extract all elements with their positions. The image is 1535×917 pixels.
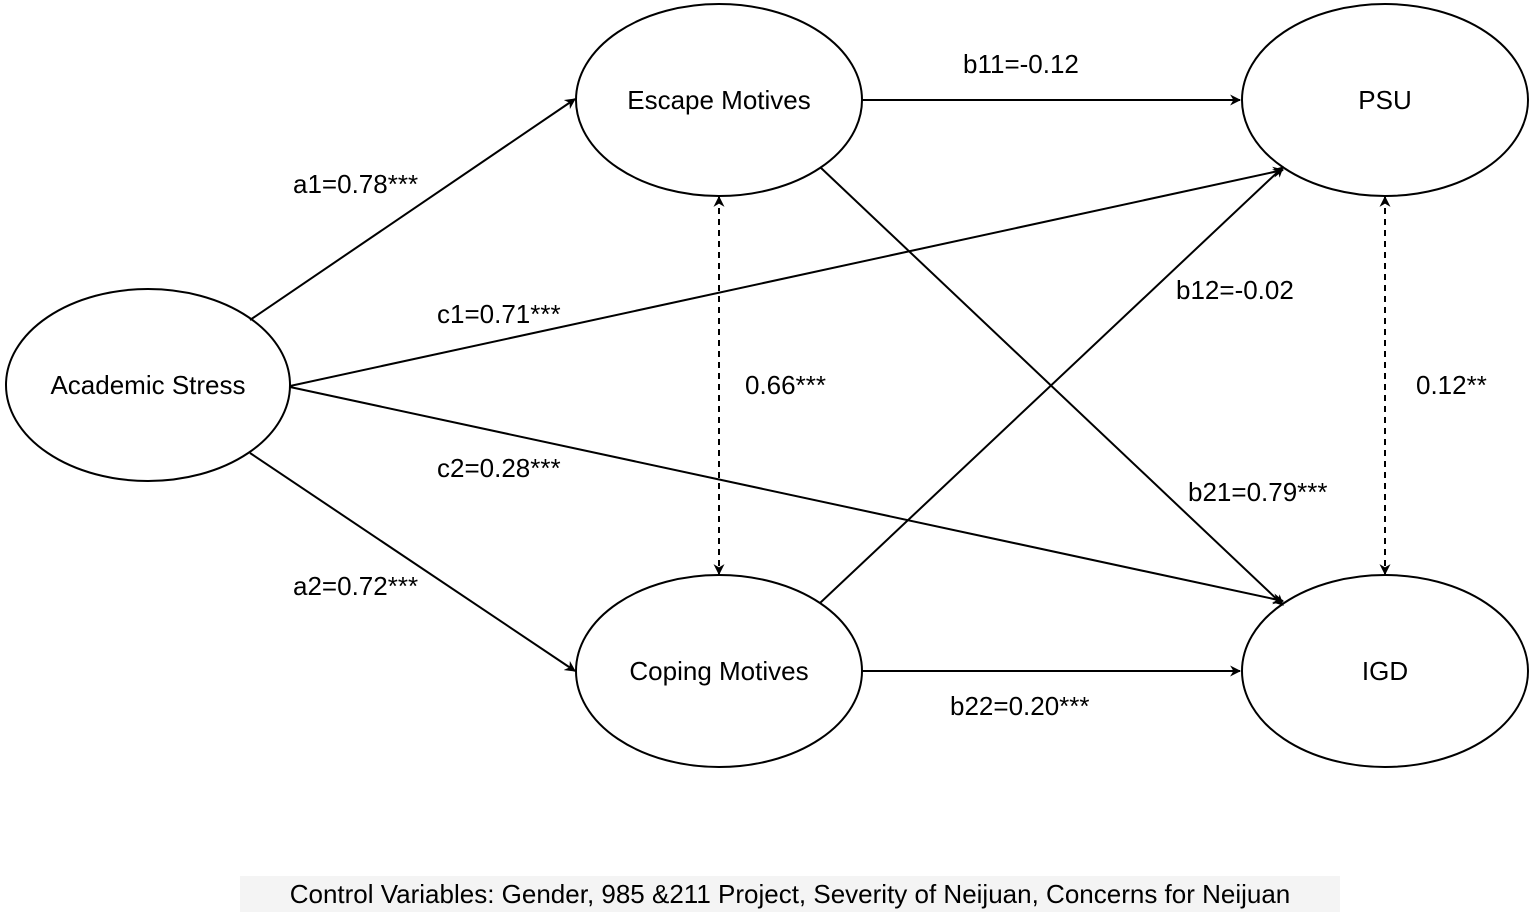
path-c1-arrow bbox=[289, 166, 1285, 387]
node-coping-motives-label: Coping Motives bbox=[629, 656, 808, 686]
path-a2-arrow bbox=[249, 452, 576, 672]
node-escape-motives: Escape Motives bbox=[575, 3, 863, 197]
path-a1-label: a1=0.78*** bbox=[293, 169, 418, 199]
path-c2-arrow bbox=[289, 386, 1285, 605]
path-b21-arrow bbox=[819, 166, 1284, 606]
node-psu-label: PSU bbox=[1358, 85, 1411, 115]
node-academic-stress: Academic Stress bbox=[5, 288, 291, 482]
control-variables-text: Control Variables: Gender, 985 &211 Proj… bbox=[290, 879, 1291, 909]
node-igd: IGD bbox=[1241, 574, 1529, 768]
path-b11-label: b11=-0.12 bbox=[963, 49, 1079, 79]
covariance-outcomes-label: 0.12** bbox=[1416, 370, 1487, 400]
path-b21-label: b21=0.79*** bbox=[1188, 477, 1328, 507]
control-variables-note: Control Variables: Gender, 985 &211 Proj… bbox=[240, 876, 1340, 912]
node-escape-motives-label: Escape Motives bbox=[627, 85, 811, 115]
node-academic-stress-label: Academic Stress bbox=[50, 370, 245, 400]
path-b12-label: b12=-0.02 bbox=[1176, 275, 1294, 305]
path-c1-label: c1=0.71*** bbox=[437, 299, 561, 329]
node-coping-motives: Coping Motives bbox=[575, 574, 863, 768]
node-psu: PSU bbox=[1241, 3, 1529, 197]
path-a2-label: a2=0.72*** bbox=[293, 571, 418, 601]
path-a1-arrow bbox=[249, 98, 576, 321]
path-c2-label: c2=0.28*** bbox=[437, 453, 561, 483]
path-b22-label: b22=0.20*** bbox=[950, 691, 1090, 721]
node-igd-label: IGD bbox=[1362, 656, 1408, 686]
covariance-motives-label: 0.66*** bbox=[745, 370, 826, 400]
